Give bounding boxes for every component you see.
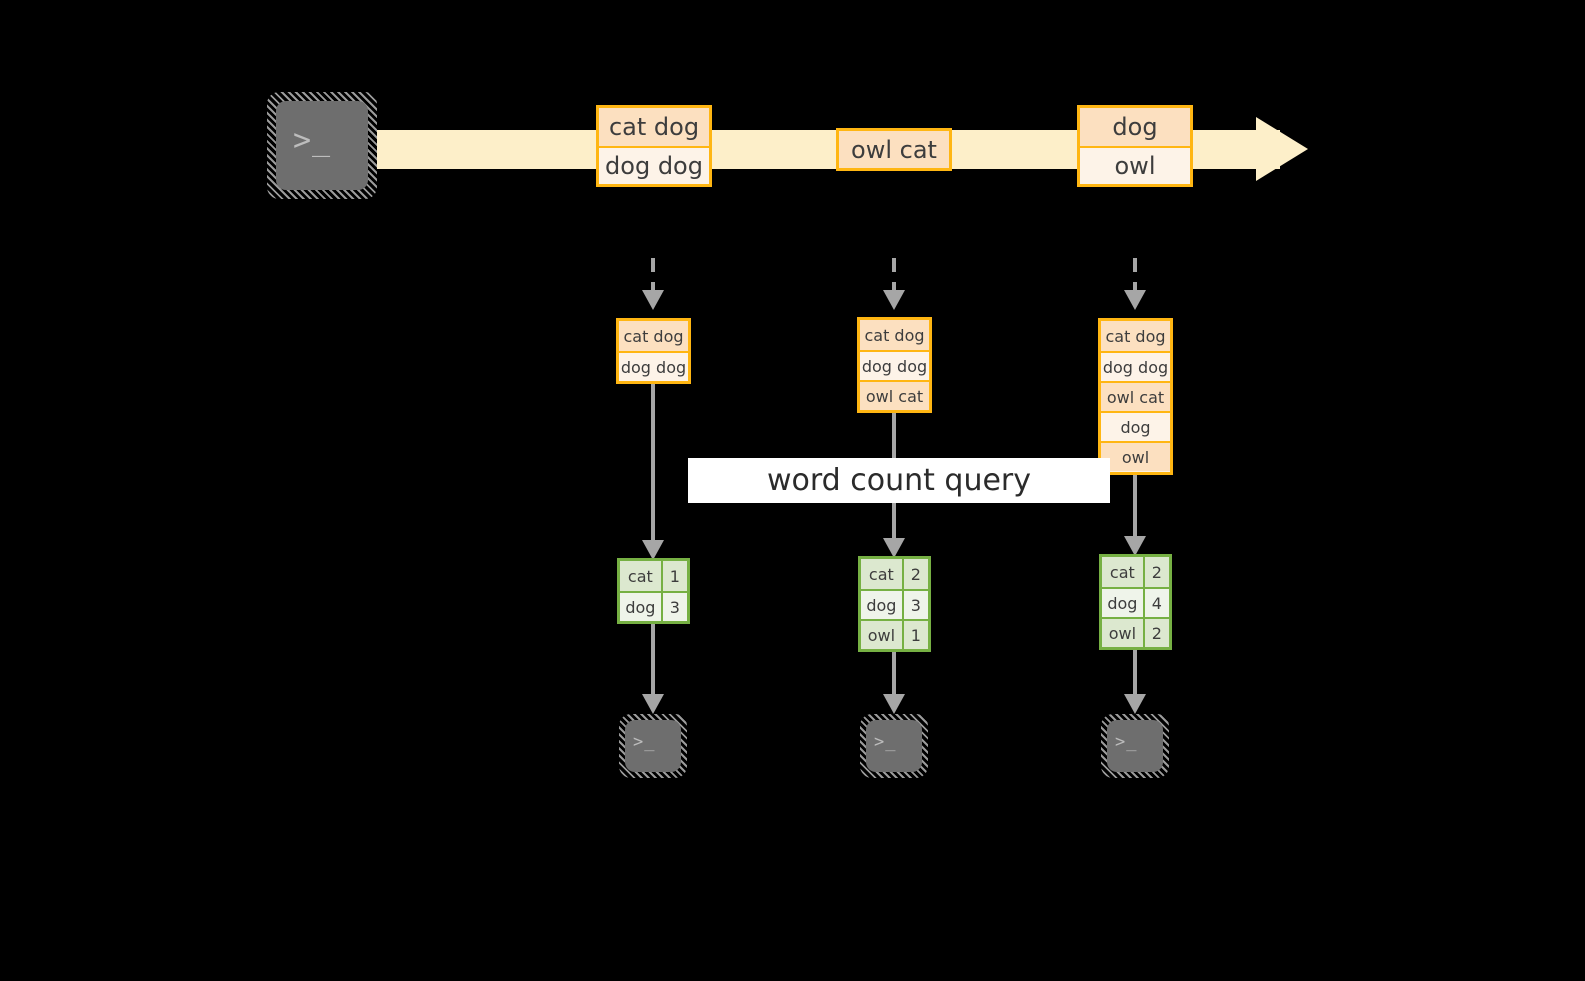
stream-event-line: dog dog [599,146,709,184]
result-table-1: cat 1 dog 3 [617,558,690,624]
result-count: 1 [901,621,928,649]
result-count: 3 [901,591,928,619]
terminal-body [866,720,922,772]
stream-to-state-dashed-line-1 [651,258,655,290]
result-word: owl [1102,619,1143,647]
state-to-result-line-3 [1133,475,1137,543]
state-row: dog dog [860,350,929,380]
table-row: cat 1 [620,561,687,591]
consumer-terminal-icon-1: >_ [619,714,687,778]
result-count: 2 [1142,557,1169,587]
state-box-1: cat dog dog dog [616,318,691,384]
result-word: cat [861,559,902,589]
terminal-body [276,101,368,190]
result-to-sink-line-1 [651,624,655,700]
terminal-prompt-glyph: >_ [874,732,897,752]
stream-to-state-arrowhead-icon-2 [883,290,905,310]
result-count: 4 [1142,589,1169,617]
table-row: dog 4 [1102,587,1169,617]
stream-to-state-arrowhead-icon-1 [642,290,664,310]
stream-to-state-dashed-line-3 [1133,258,1137,290]
terminal-prompt-glyph: >_ [293,123,332,158]
stream-to-state-arrowhead-icon-3 [1124,290,1146,310]
state-to-result-arrowhead-icon-3 [1124,536,1146,556]
state-to-result-line-1 [651,384,655,546]
result-word: owl [861,621,902,649]
stream-to-state-dashed-line-2 [892,258,896,290]
stream-event-line: dog [1080,108,1190,146]
state-row: cat dog [1101,321,1170,351]
result-to-sink-line-2 [892,652,896,700]
consumer-terminal-icon-2: >_ [860,714,928,778]
result-count: 2 [901,559,928,589]
state-row: dog [1101,411,1170,441]
stream-event-line: cat dog [599,108,709,146]
state-to-result-arrowhead-icon-2 [883,538,905,558]
state-box-3: cat dog dog dog owl cat dog owl [1098,318,1173,475]
stream-event-line: owl cat [839,131,949,168]
stream-arrowhead-icon [1256,117,1308,181]
result-word: dog [620,593,661,621]
state-row: owl cat [860,380,929,410]
query-label-band [688,458,1110,503]
result-word: dog [861,591,902,619]
state-row: dog dog [619,351,688,381]
stream-event-box-2: owl cat [836,128,952,171]
terminal-body [1107,720,1163,772]
state-row: dog dog [1101,351,1170,381]
state-row: cat dog [619,321,688,351]
table-row: dog 3 [620,591,687,621]
state-box-2: cat dog dog dog owl cat [857,317,932,413]
result-word: dog [1102,589,1143,617]
result-count: 3 [660,593,687,621]
terminal-body [625,720,681,772]
result-to-sink-arrowhead-icon-2 [883,694,905,714]
result-count: 2 [1142,619,1169,647]
terminal-prompt-glyph: >_ [1115,732,1138,752]
result-to-sink-arrowhead-icon-1 [642,694,664,714]
result-table-2: cat 2 dog 3 owl 1 [858,556,931,652]
stream-event-box-1: cat dog dog dog [596,105,712,187]
result-table-3: cat 2 dog 4 owl 2 [1099,554,1172,650]
table-row: cat 2 [1102,557,1169,587]
table-row: owl 1 [861,619,928,649]
query-label: word count query [766,463,1032,498]
result-word: cat [1102,557,1143,587]
consumer-terminal-icon-3: >_ [1101,714,1169,778]
table-row: owl 2 [1102,617,1169,647]
state-row: owl [1101,441,1170,471]
result-to-sink-arrowhead-icon-3 [1124,694,1146,714]
table-row: dog 3 [861,589,928,619]
state-to-result-arrowhead-icon-1 [642,540,664,560]
stream-event-box-3: dog owl [1077,105,1193,187]
terminal-prompt-glyph: >_ [633,732,656,752]
state-row: cat dog [860,320,929,350]
result-to-sink-line-3 [1133,650,1137,700]
table-row: cat 2 [861,559,928,589]
producer-terminal-icon: >_ [267,92,377,199]
stream-event-line: owl [1080,146,1190,184]
result-count: 1 [660,561,687,591]
result-word: cat [620,561,661,591]
state-row: owl cat [1101,381,1170,411]
